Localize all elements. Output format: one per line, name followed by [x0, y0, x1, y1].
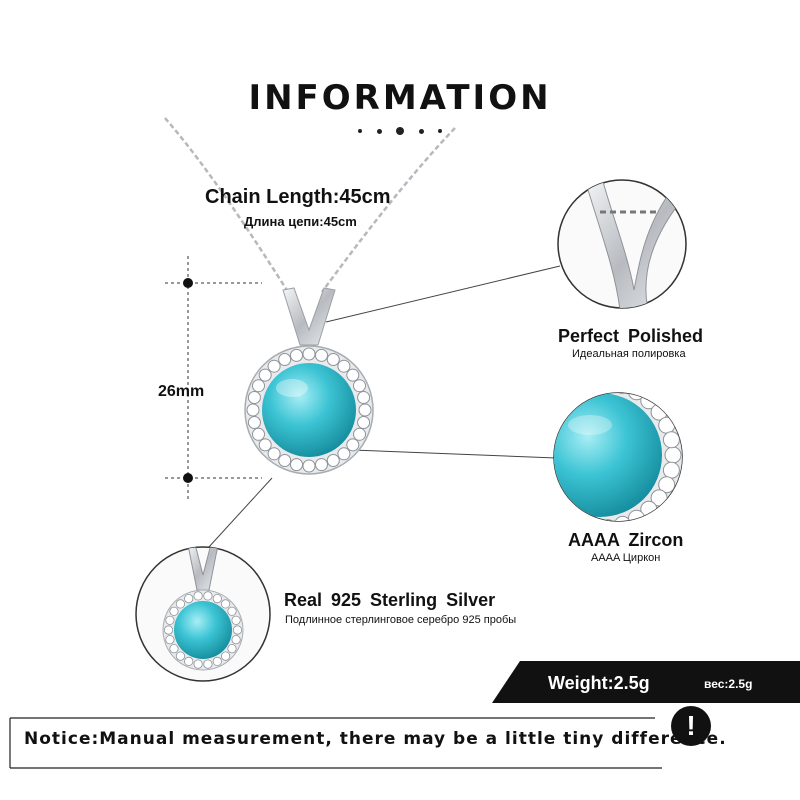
exclamation-icon: ! [671, 706, 711, 746]
halo-stone [519, 447, 535, 463]
halo-stone [353, 379, 366, 393]
halo-stone [662, 461, 680, 479]
notice-frame [9, 717, 662, 769]
page-title: INFORMATION [248, 78, 552, 118]
halo-stone [227, 606, 237, 616]
halo-stone [193, 591, 203, 601]
halo-stone [278, 353, 292, 366]
halo-stone [658, 416, 676, 434]
halo-stone [521, 462, 537, 478]
halo-stone [252, 427, 265, 441]
halo-stone [584, 374, 600, 390]
halo-stone [555, 509, 572, 521]
halo-stone [232, 625, 243, 635]
halo-stone [247, 416, 261, 429]
halo-stone [163, 625, 174, 635]
halo-stone [169, 606, 179, 616]
halo-stone [175, 599, 185, 609]
halo-stone [315, 458, 328, 472]
halo-stone [346, 438, 360, 452]
halo-stone [357, 416, 371, 429]
halo-stone [326, 454, 340, 467]
halo-stone [315, 348, 328, 362]
pendant [244, 287, 374, 475]
weight-bar [492, 661, 800, 703]
halo-stone [221, 599, 231, 609]
halo-stone [357, 391, 371, 404]
halo-stone [555, 393, 572, 401]
chain-length-label-ru: Длина цепи:45cm [244, 214, 357, 229]
detail-circle-polished [557, 179, 687, 309]
height-dimension-line [165, 256, 262, 500]
halo-stone [258, 368, 272, 382]
halo-stone [184, 656, 194, 667]
feature-silver-subtitle: Подлинное стерлинговое серебро 925 пробы [285, 614, 517, 626]
halo-stone [252, 379, 265, 393]
halo-stone [358, 403, 372, 417]
feature-polished-subtitle: Идеальная полировка [572, 348, 686, 360]
halo-stone [326, 353, 340, 366]
halo-stone [337, 359, 351, 373]
halo-stone [650, 489, 668, 507]
halo-stone [346, 368, 360, 382]
halo-stone [184, 593, 194, 604]
detail-circle-zircon [519, 374, 683, 522]
feature-silver-title: Real 925 Sterling Silver [284, 590, 496, 610]
leader-lines [207, 265, 561, 549]
halo-stone [193, 659, 203, 669]
halo-stone [258, 438, 272, 452]
necklace-chain [164, 117, 456, 296]
halo-stone [278, 454, 292, 467]
halo-stone [658, 476, 676, 494]
halo-stone [212, 593, 222, 604]
halo-stone [165, 635, 175, 645]
detail-circle-silver [135, 546, 271, 682]
halo-stone [521, 432, 537, 448]
halo-stone [203, 659, 213, 669]
weight-label: Weight:2.5g [548, 673, 650, 693]
halo-stone [247, 391, 261, 404]
halo-stone [525, 477, 541, 493]
halo-stone [203, 591, 213, 601]
halo-stone [599, 519, 617, 521]
halo-stone [169, 644, 179, 654]
halo-stone [246, 403, 260, 417]
title-dots-divider [358, 126, 442, 136]
halo-stone [267, 359, 281, 373]
notice-text: Notice:Manual measurement, there may be … [24, 729, 727, 749]
halo-stone [227, 644, 237, 654]
halo-stone [231, 615, 241, 625]
halo-stone [600, 374, 616, 390]
halo-stone [628, 509, 645, 521]
weight-label-ru: вес:2.5g [704, 677, 753, 691]
feature-zircon-title: AAAA Zircon [568, 530, 684, 550]
halo-stone [290, 348, 303, 362]
halo-stone [554, 500, 560, 518]
halo-stone [525, 417, 541, 433]
halo-stone [267, 447, 281, 461]
halo-stone [290, 458, 303, 472]
pendant-height-label: 26mm [158, 383, 205, 400]
halo-stone [533, 404, 549, 420]
halo-stone [221, 651, 231, 661]
halo-stone [337, 447, 351, 461]
halo-stone [302, 347, 316, 361]
halo-stone [175, 651, 185, 661]
halo-stone [231, 635, 241, 645]
halo-stone [554, 393, 560, 410]
feature-zircon-subtitle: AAAA Циркон [591, 552, 661, 564]
feature-polished-title: Perfect Polished [558, 326, 704, 346]
halo-stone [614, 515, 632, 521]
halo-stone [165, 615, 175, 625]
halo-stone [533, 490, 549, 506]
halo-stone [662, 431, 680, 449]
halo-stone [664, 446, 682, 464]
chain-length-label: Chain Length:45cm [205, 186, 391, 208]
halo-stone [353, 427, 366, 441]
halo-stone [212, 656, 222, 667]
halo-stone [614, 393, 632, 395]
halo-stone [302, 459, 316, 473]
halo-stone [568, 393, 586, 395]
